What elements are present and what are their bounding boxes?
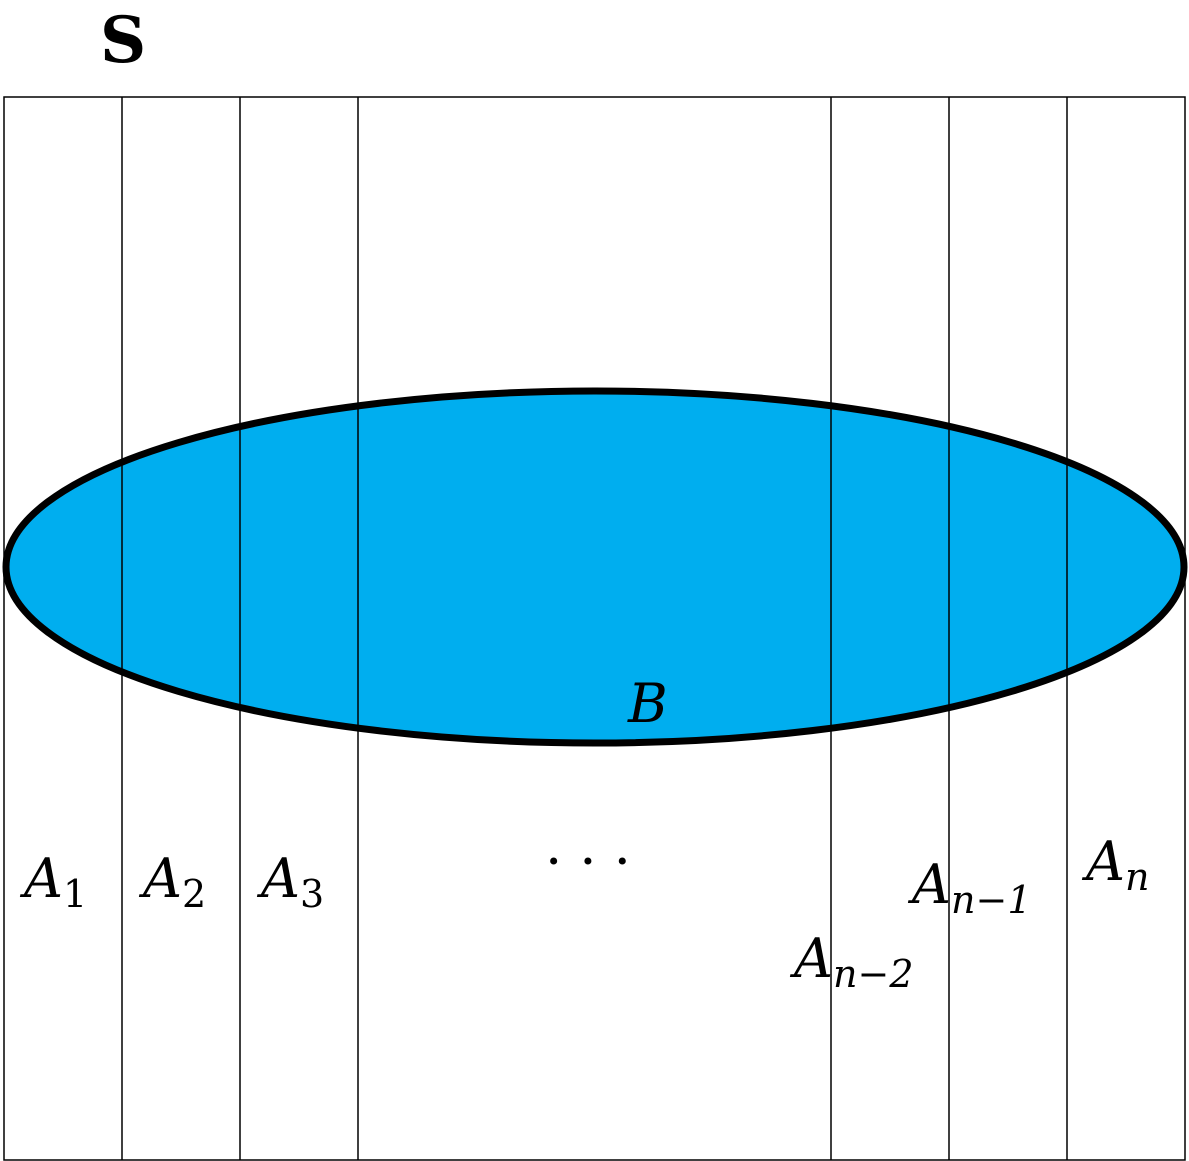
cell-label-a2: A2: [138, 847, 206, 916]
partition-ellipsis: · · ·: [545, 830, 631, 893]
cell-label-a1: A1: [19, 847, 87, 916]
cell-label-base: A: [907, 853, 951, 916]
cell-label-base: A: [789, 927, 833, 990]
cell-label-subscript: n−1: [951, 878, 1032, 922]
cell-label-a3: A3: [256, 847, 324, 916]
cell-label-subscript: 2: [182, 872, 206, 916]
cell-label-an: An: [1081, 830, 1149, 899]
cell-label-base: A: [138, 847, 182, 910]
cell-label-subscript: n−2: [833, 952, 914, 996]
event-b-ellipse: [2, 387, 1188, 747]
cell-label-an-minus-2: An−2: [789, 927, 914, 996]
cell-label-base: A: [19, 847, 63, 910]
event-b-label: B: [627, 672, 668, 735]
sample-space-boundary: [3, 96, 1186, 1161]
cell-label-subscript: n: [1125, 855, 1149, 899]
cell-label-an-minus-1: An−1: [907, 853, 1032, 922]
cell-label-subscript: 3: [300, 872, 324, 916]
cell-label-base: A: [1081, 830, 1125, 893]
cell-label-base: A: [256, 847, 300, 910]
cell-label-subscript: 1: [63, 872, 87, 916]
sample-space-label: S: [100, 3, 146, 78]
